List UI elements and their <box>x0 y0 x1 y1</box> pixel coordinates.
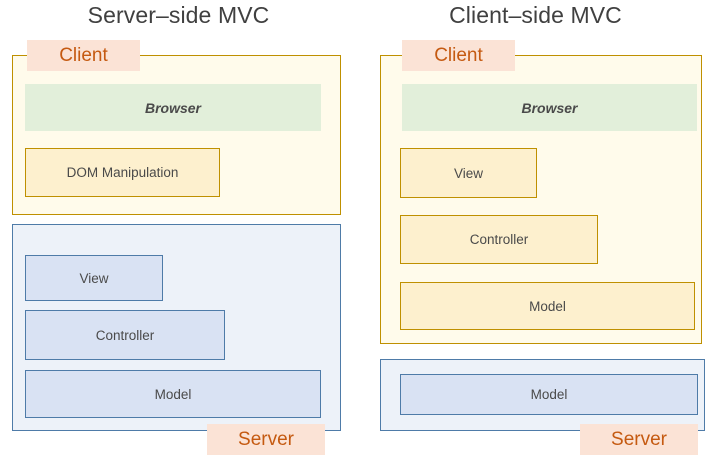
client-side-client-badge: Client <box>402 40 515 71</box>
client-side-server-badge: Server <box>580 424 698 455</box>
server-side-mvc-title: Server–side MVC <box>87 2 270 28</box>
client-side-mvc-title: Client–side MVC <box>449 2 622 28</box>
client-side-client-model-block: Model <box>400 282 695 330</box>
server-side-client-badge: Client <box>27 40 140 71</box>
client-side-browser-block: Browser <box>402 84 697 131</box>
server-side-browser-block: Browser <box>25 84 321 131</box>
server-side-mvc-diagram: Server–side MVC Client Browser DOM Manip… <box>12 2 341 455</box>
server-side-model-block: Model <box>25 370 321 418</box>
server-side-dom-manipulation-block: DOM Manipulation <box>25 148 220 197</box>
client-side-view-block: View <box>400 148 537 198</box>
server-side-view-block: View <box>25 255 163 301</box>
server-side-controller-block: Controller <box>25 310 225 360</box>
client-side-server-model-block: Model <box>400 374 698 415</box>
server-side-server-badge: Server <box>207 424 325 455</box>
client-side-controller-block: Controller <box>400 215 598 264</box>
client-side-mvc-diagram: Client–side MVC Client Browser View Cont… <box>357 0 714 455</box>
